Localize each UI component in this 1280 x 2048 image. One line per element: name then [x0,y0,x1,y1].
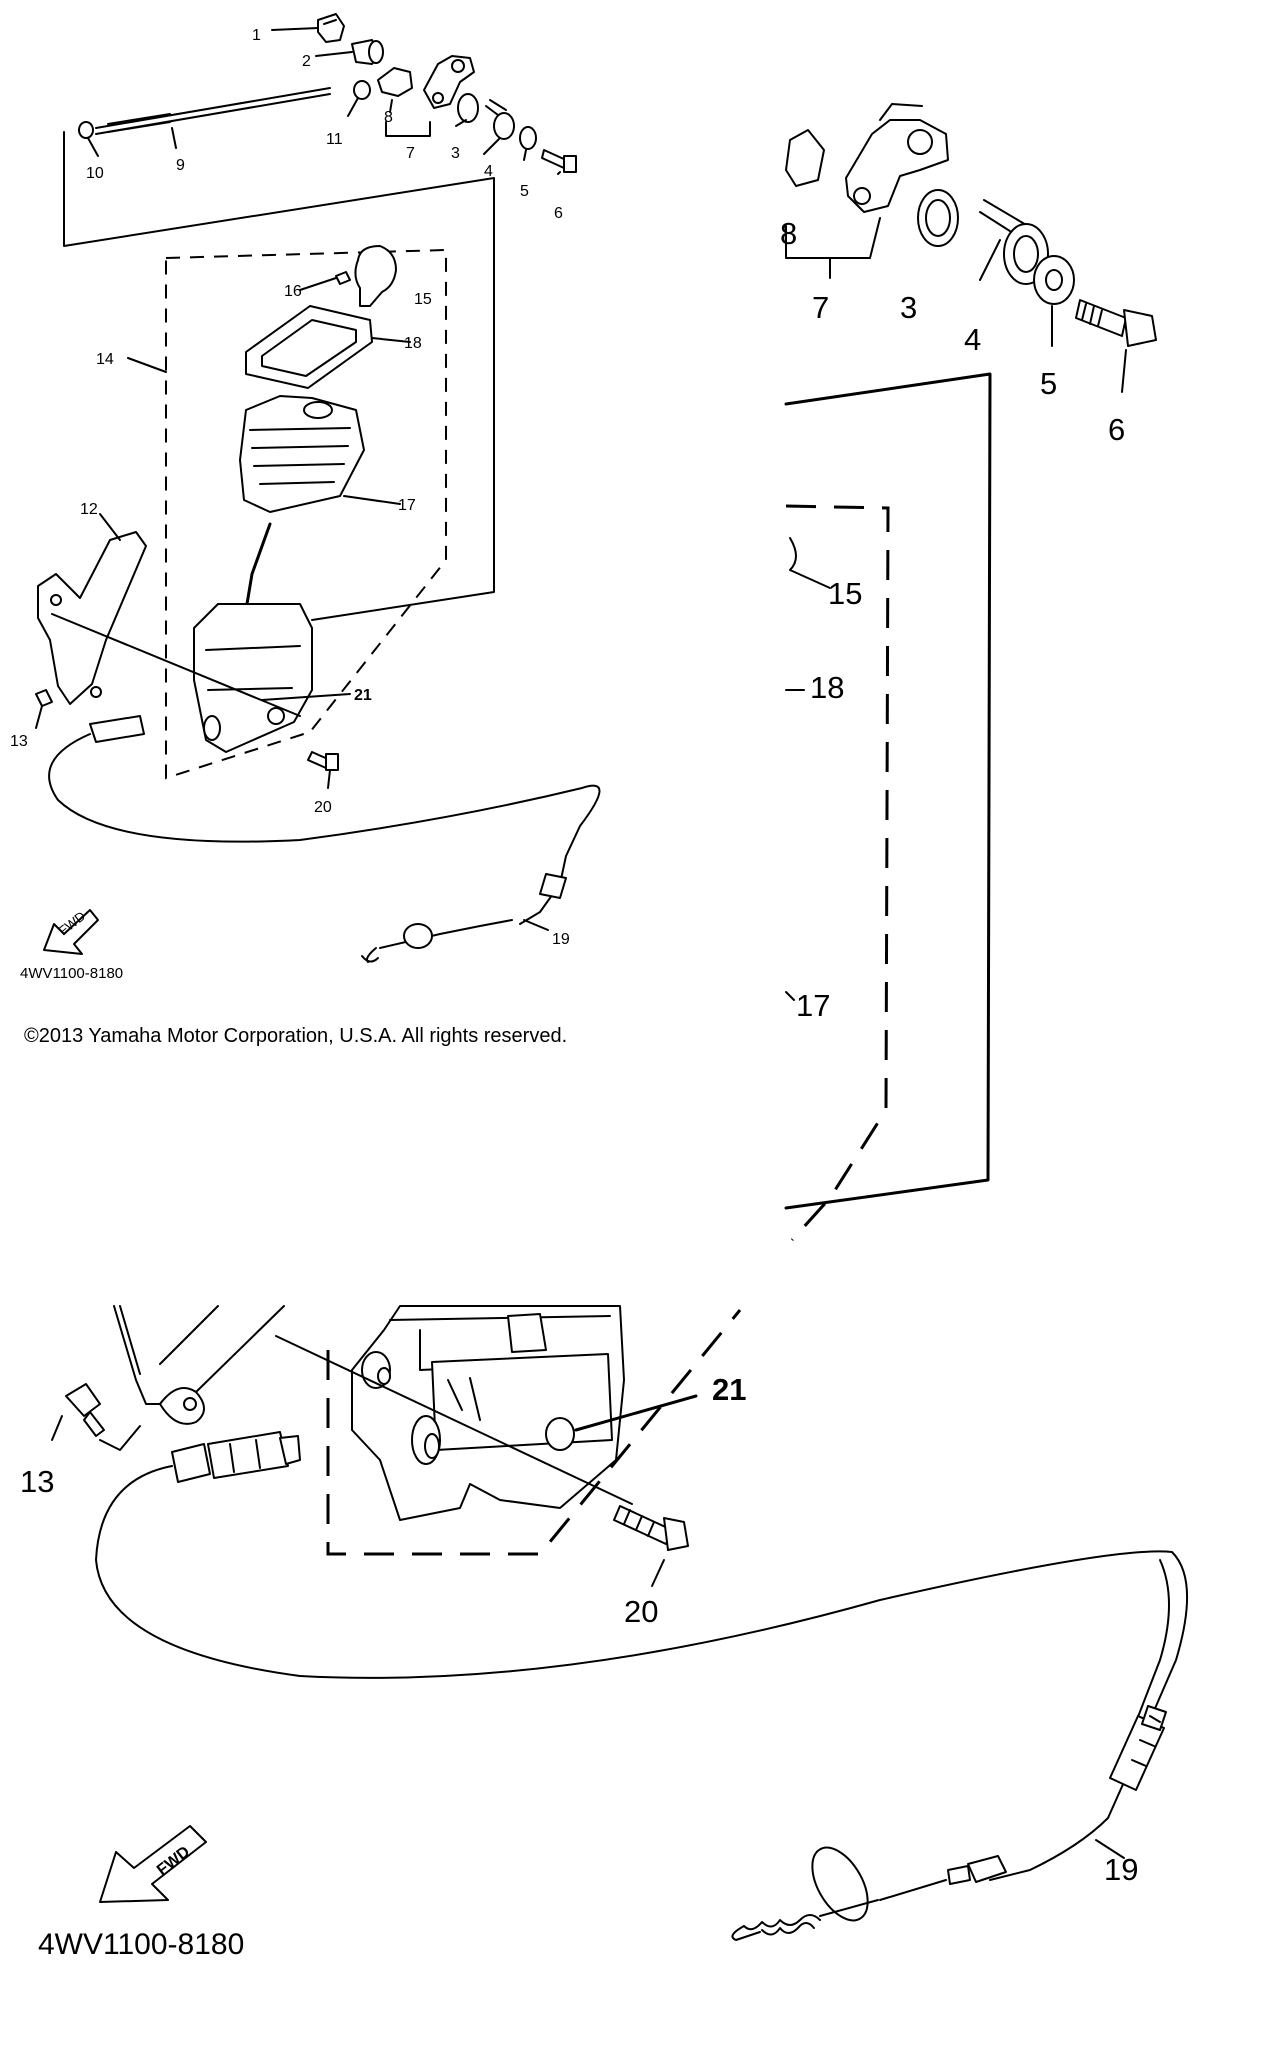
part-8-ball-joint [377,67,413,97]
part-14-assembly-boundary [165,248,447,780]
zoom-part-13-bolt [51,1383,105,1441]
callout-2: 2 [302,53,311,70]
zoom-leader-19 [1095,1839,1125,1859]
zoom-callout-15: 15 [828,576,862,611]
callout-9: 9 [176,157,185,174]
zoom-part-6-bolt [1075,299,1157,347]
zoom-callout-20: 20 [624,1594,658,1629]
zoom-callout-7: 7 [812,290,829,325]
copyright-notice: ©2013 Yamaha Motor Corporation, U.S.A. A… [24,1025,567,1047]
callout-17: 17 [398,497,416,514]
zoom-callout-17: 17 [796,988,830,1023]
zoom-alignment-line [275,1335,633,1505]
zoom-ref-code: 4WV1100-8180 [38,1928,244,1961]
callout-19: 19 [552,931,570,948]
zoom-callout-3: 3 [900,290,917,325]
callout-8: 8 [384,109,393,126]
part-9-rod [95,87,331,135]
zoom-callout-21: 21 [712,1372,746,1407]
zoom-leader-20 [651,1559,665,1587]
callout-12: 12 [80,501,98,518]
part-19-cable [48,715,601,963]
overview-fwd-arrow-icon [43,909,99,955]
zoom-part-5-washer [1033,255,1075,305]
part-1-clip [317,13,345,43]
zoom-leader-4 [979,239,1001,281]
group-bracket-outline [63,131,495,621]
callout-14: 14 [96,351,114,368]
zoom-leader-17 [785,991,795,1001]
part-7-lever [423,55,475,109]
part-21-housing [193,603,313,753]
zoom-bottom-detail: FWD FWD 13 21 20 19 4WV1100-8180 [20,908,1189,1961]
callout-3: 3 [451,145,460,162]
part-18-boot-frame [245,305,373,389]
zoom-part-15-knob [789,537,831,589]
zoom-leader-21 [574,1394,698,1432]
callout-13: 13 [10,733,28,750]
zoom-part-12-bracket [99,1305,285,1451]
callout-4: 4 [484,163,493,180]
part-2-bushing [351,39,384,65]
zoom-part-8-ball-joint [785,129,825,187]
callout-18: 18 [404,335,422,352]
callout-21: 21 [354,687,372,704]
zoom-part-19-cable-fitting [171,1431,301,1483]
part-16-screw [335,271,351,285]
overview-leader-lines [35,27,561,931]
overview-diagram: 1 2 3 4 5 6 7 8 9 10 11 12 13 14 15 16 1… [10,13,601,1047]
overview-ref-code: 4WV1100-8180 [20,965,123,982]
part-15-knob [354,245,397,307]
callout-20: 20 [314,799,332,816]
part-13-bolt [35,689,53,707]
zoom-bracket-outline [784,372,992,1210]
part-5-washer [519,126,537,150]
part-4-spring [485,99,515,140]
callout-7: 7 [406,145,415,162]
zoom-callout-8: 8 [780,216,797,251]
group-bracket-7 [385,121,431,137]
callout-1: 1 [252,27,261,44]
zoom-part-3-washer [917,189,959,247]
part-11-nut [353,80,371,100]
zoom-callout-5: 5 [1040,366,1057,401]
callout-6: 6 [554,205,563,222]
zoom-part-7-lever [845,103,949,213]
part-20-bolt [307,751,339,771]
zoom-callout-19: 19 [1104,1852,1138,1887]
zoom-part-20-bolt [613,1505,689,1551]
zoom-bottom-part-14-boundary [326,1309,742,1556]
zoom-part-14-boundary [785,504,890,1242]
zoom-part-19-cable [95,1465,1189,1941]
part-17-boot [239,395,365,513]
zoom-leader-6 [1121,349,1127,393]
callout-15: 15 [414,291,432,308]
zoom-fwd-arrow-icon [99,1825,207,1903]
zoom-callout-6: 6 [1108,412,1125,447]
callout-10: 10 [86,165,104,182]
callout-16: 16 [284,283,302,300]
part-3-washer [457,93,479,123]
part-6-bolt [541,149,577,173]
zoom-callout-18: 18 [810,670,844,705]
callout-11: 11 [326,131,343,148]
zoom-top-detail: 8 7 3 4 5 6 15 18 17 [780,103,1157,1242]
zoom-bracket-7 [785,217,881,259]
zoom-callout-13: 13 [20,1464,54,1499]
part-12-bracket [37,531,147,705]
part-10-nut [78,121,94,139]
callout-5: 5 [520,183,529,200]
zoom-callout-4: 4 [964,322,981,357]
zoom-part-21-housing [351,1305,625,1521]
